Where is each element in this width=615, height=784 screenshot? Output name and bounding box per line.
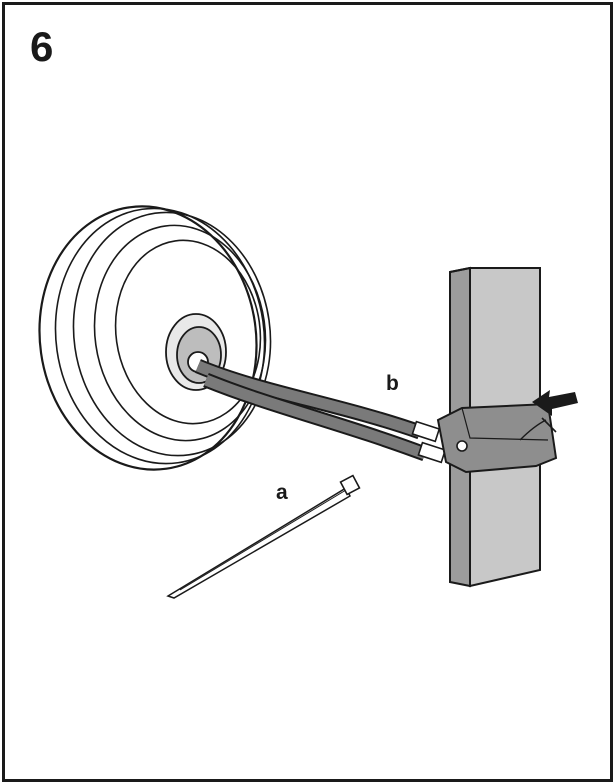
part-label-b: b (386, 372, 399, 395)
part-label-a: a (276, 481, 288, 504)
hose-pair (195, 359, 447, 464)
hose-reel (38, 205, 272, 471)
direction-arrow-icon (532, 390, 578, 416)
step-number: 6 (30, 23, 54, 70)
cable-tie-icon (166, 474, 361, 599)
bracket (436, 402, 558, 474)
